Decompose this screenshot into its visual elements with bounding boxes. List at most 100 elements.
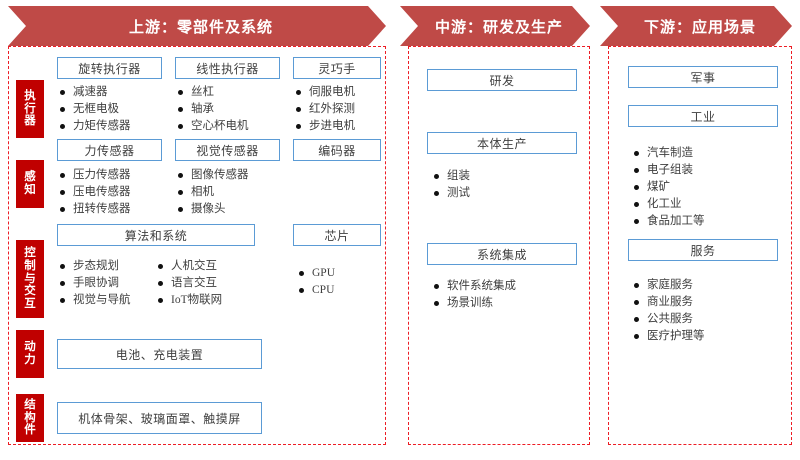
- bullet-dot-icon: [60, 172, 65, 178]
- box-service-title: 服务: [690, 243, 716, 258]
- box-military[interactable]: 军事: [628, 66, 778, 88]
- bullet-dot-icon: [634, 184, 639, 190]
- box-system-integration-title: 系统集成: [476, 247, 527, 262]
- box-service[interactable]: 服务: [628, 239, 778, 261]
- bullet-dot-icon: [434, 190, 439, 196]
- box-industry-title: 工业: [690, 109, 716, 124]
- banner-midstream-label: 中游：研发及生产: [434, 19, 563, 36]
- box-body-production[interactable]: 本体生产: [427, 132, 577, 154]
- box-chip[interactable]: 芯片: [293, 224, 381, 246]
- bullet-dot-icon: [158, 297, 163, 303]
- list-algorithm-system-col2: 人机交互 语言交互 IoT物联网: [158, 258, 258, 309]
- list-item: 煤矿: [634, 179, 764, 195]
- list-item: 人机交互: [158, 258, 258, 274]
- list-system-integration: 软件系统集成 场景训练: [434, 278, 574, 312]
- box-industry[interactable]: 工业: [628, 105, 778, 127]
- box-structure-title: 机体骨架、玻璃面罩、触摸屏: [78, 411, 241, 426]
- category-tab-structure[interactable]: 结构件: [16, 394, 44, 442]
- box-encoder-title: 编码器: [318, 143, 356, 158]
- bullet-dot-icon: [634, 218, 639, 224]
- bullet-dot-icon: [60, 206, 65, 212]
- box-vision-sensor-title: 视觉传感器: [196, 143, 259, 158]
- box-power-title: 电池、充电装置: [115, 347, 204, 362]
- list-item: 手眼协调: [60, 275, 155, 291]
- list-item: 轴承: [178, 101, 288, 117]
- box-encoder[interactable]: 编码器: [293, 139, 381, 161]
- list-service: 家庭服务 商业服务 公共服务 医疗护理等: [634, 277, 764, 345]
- bullet-dot-icon: [634, 333, 639, 339]
- box-rnd[interactable]: 研发: [427, 69, 577, 91]
- bullet-dot-icon: [178, 172, 183, 178]
- box-algorithm-system[interactable]: 算法和系统: [57, 224, 255, 246]
- banner-upstream: 上游：零部件及系统: [8, 6, 386, 46]
- bullet-dot-icon: [299, 287, 304, 293]
- list-item: 红外探测: [296, 101, 391, 117]
- bullet-dot-icon: [299, 270, 304, 276]
- bullet-dot-icon: [60, 123, 65, 129]
- list-item: 软件系统集成: [434, 278, 574, 294]
- category-tab-actuator-label: 执行器: [24, 89, 36, 128]
- bullet-dot-icon: [296, 106, 301, 112]
- box-power[interactable]: 电池、充电装置: [57, 339, 262, 369]
- list-rotary-actuator: 减速器 无框电极 力矩传感器: [60, 84, 170, 135]
- box-system-integration[interactable]: 系统集成: [427, 243, 577, 265]
- box-military-title: 军事: [690, 70, 716, 85]
- box-structure[interactable]: 机体骨架、玻璃面罩、触摸屏: [57, 402, 262, 434]
- list-chip: GPU CPU: [299, 265, 379, 299]
- list-item: 相机: [178, 184, 293, 200]
- list-item: 图像传感器: [178, 167, 293, 183]
- box-rnd-title: 研发: [489, 73, 515, 88]
- category-tab-power[interactable]: 动力: [16, 330, 44, 378]
- bullet-dot-icon: [434, 300, 439, 306]
- list-force-sensor: 压力传感器 压电传感器 扭转传感器: [60, 167, 175, 218]
- box-linear-actuator[interactable]: 线性执行器: [175, 57, 280, 79]
- bullet-dot-icon: [178, 123, 183, 129]
- category-tab-structure-label: 结构件: [24, 398, 36, 437]
- list-item: 摄像头: [178, 201, 293, 217]
- bullet-dot-icon: [296, 89, 301, 95]
- box-linear-actuator-title: 线性执行器: [196, 61, 259, 76]
- box-algorithm-system-title: 算法和系统: [124, 228, 188, 243]
- banner-downstream-label: 下游：应用场景: [643, 19, 756, 36]
- bullet-dot-icon: [60, 297, 65, 303]
- bullet-dot-icon: [158, 263, 163, 269]
- bullet-dot-icon: [60, 280, 65, 286]
- box-body-production-title: 本体生产: [476, 136, 527, 151]
- list-vision-sensor: 图像传感器 相机 摄像头: [178, 167, 293, 218]
- list-dexterous-hand: 伺服电机 红外探测 步进电机: [296, 84, 391, 135]
- bullet-dot-icon: [634, 299, 639, 305]
- list-linear-actuator: 丝杠 轴承 空心杯电机: [178, 84, 288, 135]
- list-item: 语言交互: [158, 275, 258, 291]
- list-item: 医疗护理等: [634, 328, 764, 344]
- bullet-dot-icon: [634, 282, 639, 288]
- category-tab-sensing[interactable]: 感知: [16, 160, 44, 208]
- list-item: 空心杯电机: [178, 118, 288, 134]
- list-item: 伺服电机: [296, 84, 391, 100]
- box-dexterous-hand[interactable]: 灵巧手: [293, 57, 381, 79]
- list-item: 家庭服务: [634, 277, 764, 293]
- list-item: GPU: [299, 265, 379, 281]
- list-item: 扭转传感器: [60, 201, 175, 217]
- category-tab-control[interactable]: 控制与交互: [16, 240, 44, 318]
- list-item: 食品加工等: [634, 213, 764, 229]
- bullet-dot-icon: [296, 123, 301, 129]
- list-item: 公共服务: [634, 311, 764, 327]
- bullet-dot-icon: [634, 316, 639, 322]
- list-item: 汽车制造: [634, 145, 764, 161]
- list-item: 电子组装: [634, 162, 764, 178]
- bullet-dot-icon: [60, 106, 65, 112]
- list-item: 力矩传感器: [60, 118, 170, 134]
- category-tab-actuator[interactable]: 执行器: [16, 80, 44, 138]
- bullet-dot-icon: [178, 89, 183, 95]
- box-dexterous-hand-title: 灵巧手: [318, 61, 356, 76]
- list-item: 测试: [434, 185, 564, 201]
- list-item: 化工业: [634, 196, 764, 212]
- box-rotary-actuator[interactable]: 旋转执行器: [57, 57, 162, 79]
- box-vision-sensor[interactable]: 视觉传感器: [175, 139, 280, 161]
- list-algorithm-system-col1: 步态规划 手眼协调 视觉与导航: [60, 258, 155, 309]
- banner-downstream: 下游：应用场景: [600, 6, 792, 46]
- bullet-dot-icon: [634, 167, 639, 173]
- bullet-dot-icon: [178, 189, 183, 195]
- bullet-dot-icon: [634, 201, 639, 207]
- box-force-sensor[interactable]: 力传感器: [57, 139, 162, 161]
